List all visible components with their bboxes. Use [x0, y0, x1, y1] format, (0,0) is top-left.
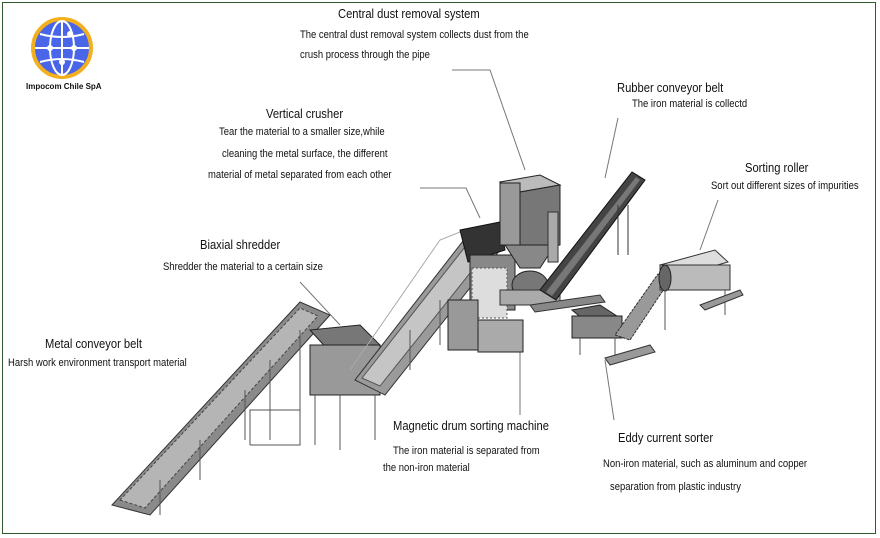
vertical-crusher-title: Vertical crusher — [266, 106, 344, 121]
rubber-conveyor-belt — [539, 171, 646, 301]
sorting-roller-desc: Sort out different sizes of impurities — [711, 180, 859, 192]
inclined-conveyor — [349, 227, 501, 396]
logo-globe-icon — [31, 17, 93, 79]
dust-removal-desc-1: The central dust removal system collects… — [300, 29, 529, 41]
vertical-crusher-desc-2: cleaning the metal surface, the differen… — [222, 148, 388, 160]
metal-conveyor-belt — [111, 301, 331, 516]
vertical-crusher-desc-3: material of metal separated from each ot… — [208, 169, 392, 181]
metal-conveyor-desc: Harsh work environment transport materia… — [8, 357, 187, 369]
dust-removal-tower — [498, 174, 562, 269]
magnetic-drum-title: Magnetic drum sorting machine — [393, 418, 549, 433]
rubber-belt-title: Rubber conveyor belt — [617, 80, 724, 95]
company-name: Impocom Chile SpA — [26, 82, 102, 91]
magnetic-drum — [499, 270, 606, 313]
biaxial-shredder-desc: Shredder the material to a certain size — [163, 261, 323, 273]
magnetic-drum-desc-2: the non-iron material — [383, 462, 470, 474]
eddy-sorter-title: Eddy current sorter — [618, 430, 714, 445]
dust-removal-desc-2: crush process through the pipe — [300, 49, 430, 61]
biaxial-shredder-title: Biaxial shredder — [200, 237, 281, 252]
dust-removal-title: Central dust removal system — [338, 6, 480, 21]
sorting-roller-title: Sorting roller — [745, 160, 809, 175]
metal-conveyor-title: Metal conveyor belt — [45, 336, 142, 351]
eddy-sorter-desc-1: Non-iron material, such as aluminum and … — [603, 458, 808, 470]
leader-lines — [299, 69, 719, 421]
rubber-belt-desc: The iron material is collectd — [632, 98, 748, 110]
sorting-roller — [614, 249, 744, 341]
magnetic-drum-desc-1: The iron material is separated from — [393, 445, 540, 457]
eddy-current-sorter — [570, 304, 656, 366]
vertical-crusher-desc-1: Tear the material to a smaller size,whil… — [219, 126, 385, 138]
eddy-sorter-desc-2: separation from plastic industry — [610, 481, 741, 493]
